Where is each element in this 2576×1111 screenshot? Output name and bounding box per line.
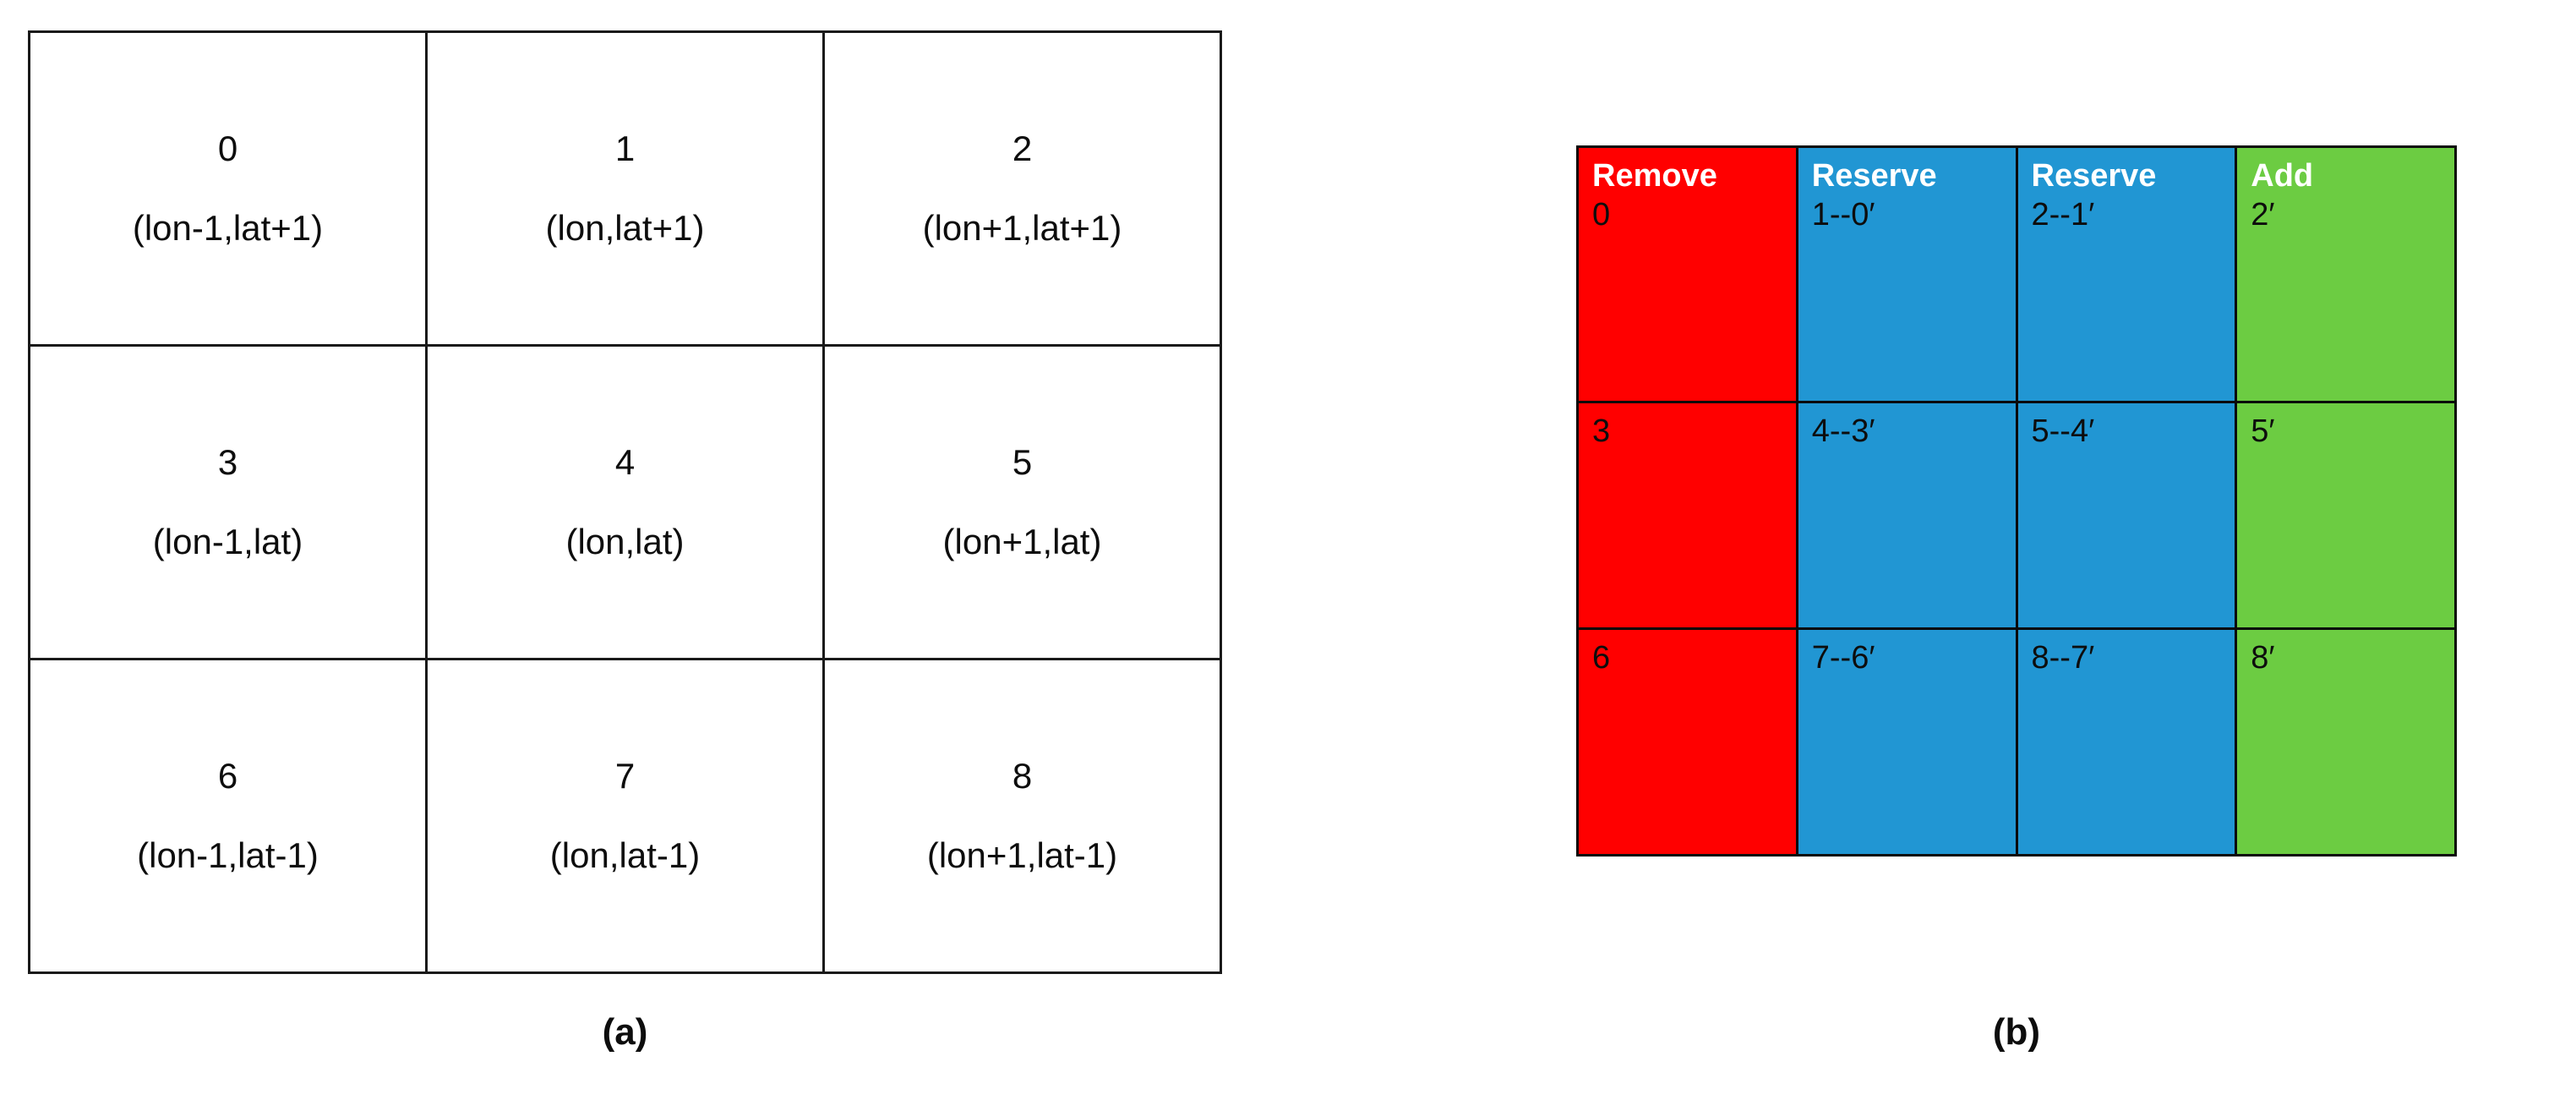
cell-index-8: 8 (1012, 756, 1033, 796)
shift-cell-reserve-2: Reserve 2--1′ (2015, 145, 2238, 403)
cell-index-1: 1 (614, 129, 636, 168)
panel-a-neighborhood-grid: 0 (lon-1,lat+1) 1 (lon,lat+1) 2 (lon+1,l… (28, 30, 1222, 974)
shift-cell-add-row2: 5′ (2235, 400, 2457, 630)
shift-cell-reserve2-row3: 8--7′ (2015, 627, 2238, 857)
column-header-remove: Remove (1592, 158, 1717, 194)
cell-index-3: 3 (217, 442, 238, 482)
cell-coord-8: (lon+1,lat-1) (926, 835, 1118, 875)
column-header-reserve-2: Reserve (2031, 158, 2157, 194)
cell-index-5: 5 (1012, 442, 1033, 482)
panel-b-shift-table: Remove 0 Reserve 1--0′ Reserve 2--1′ Add… (1576, 145, 2457, 857)
shift-cell-remove-row2: 3 (1576, 400, 1798, 630)
table-row: 0 (lon-1,lat+1) 1 (lon,lat+1) 2 (lon+1,l… (28, 30, 1222, 347)
shift-value-0-3: 2′ (2251, 196, 2275, 233)
grid-cell-5: 5 (lon+1,lat) (822, 344, 1222, 660)
table-row: 6 7--6′ 8--7′ 8′ (1576, 627, 2457, 857)
grid-cell-1: 1 (lon,lat+1) (425, 30, 825, 347)
shift-cell-reserve-1: Reserve 1--0′ (1795, 145, 2018, 403)
shift-value-0-0: 0 (1592, 196, 1611, 233)
grid-cell-2: 2 (lon+1,lat+1) (822, 30, 1222, 347)
cell-coord-2: (lon+1,lat+1) (922, 208, 1122, 248)
shift-value-1-0: 3 (1592, 413, 1611, 449)
cell-coord-5: (lon+1,lat) (942, 522, 1102, 561)
shift-cell-reserve1-row3: 7--6′ (1795, 627, 2018, 857)
table-row: 6 (lon-1,lat-1) 7 (lon,lat-1) 8 (lon+1,l… (28, 658, 1222, 974)
cell-coord-3: (lon-1,lat) (152, 522, 303, 561)
shift-value-1-2: 5--4′ (2031, 413, 2095, 449)
shift-value-2-2: 8--7′ (2031, 639, 2095, 676)
cell-coord-1: (lon,lat+1) (545, 208, 705, 248)
grid-cell-0: 0 (lon-1,lat+1) (28, 30, 428, 347)
grid-cell-3: 3 (lon-1,lat) (28, 344, 428, 660)
shift-value-2-0: 6 (1592, 639, 1611, 676)
grid-cell-7: 7 (lon,lat-1) (425, 658, 825, 974)
column-header-add: Add (2251, 158, 2314, 194)
shift-value-2-1: 7--6′ (1811, 639, 1875, 676)
shift-value-1-3: 5′ (2251, 413, 2275, 449)
neighborhood-index-table: 0 (lon-1,lat+1) 1 (lon,lat+1) 2 (lon+1,l… (28, 30, 1222, 974)
shift-cell-reserve1-row2: 4--3′ (1795, 400, 2018, 630)
table-row: 3 4--3′ 5--4′ 5′ (1576, 400, 2457, 630)
shift-value-2-3: 8′ (2251, 639, 2275, 676)
shift-cell-remove-0: Remove 0 (1576, 145, 1798, 403)
shift-value-0-1: 1--0′ (1811, 196, 1875, 233)
panel-b-caption: (b) (1992, 1011, 2041, 1053)
shift-cell-add-row3: 8′ (2235, 627, 2457, 857)
grid-cell-8: 8 (lon+1,lat-1) (822, 658, 1222, 974)
cell-coord-6: (lon-1,lat-1) (137, 835, 319, 875)
cell-coord-0: (lon-1,lat+1) (132, 208, 324, 248)
grid-cell-4: 4 (lon,lat) (425, 344, 825, 660)
column-header-reserve-1: Reserve (1811, 158, 1937, 194)
table-row: Remove 0 Reserve 1--0′ Reserve 2--1′ Add… (1576, 145, 2457, 403)
panel-a-caption: (a) (602, 1011, 648, 1053)
cell-index-0: 0 (217, 129, 238, 168)
cell-coord-4: (lon,lat) (565, 522, 685, 561)
cell-coord-7: (lon,lat-1) (549, 835, 701, 875)
table-row: 3 (lon-1,lat) 4 (lon,lat) 5 (lon+1,lat) (28, 344, 1222, 660)
cell-index-2: 2 (1012, 129, 1033, 168)
shift-cell-reserve2-row2: 5--4′ (2015, 400, 2238, 630)
shift-value-0-2: 2--1′ (2031, 196, 2095, 233)
cell-index-4: 4 (614, 442, 636, 482)
grid-cell-6: 6 (lon-1,lat-1) (28, 658, 428, 974)
shift-cell-remove-row3: 6 (1576, 627, 1798, 857)
remove-reserve-add-table: Remove 0 Reserve 1--0′ Reserve 2--1′ Add… (1576, 145, 2457, 857)
shift-value-1-1: 4--3′ (1811, 413, 1875, 449)
cell-index-6: 6 (217, 756, 238, 796)
shift-cell-add-3: Add 2′ (2235, 145, 2457, 403)
cell-index-7: 7 (614, 756, 636, 796)
